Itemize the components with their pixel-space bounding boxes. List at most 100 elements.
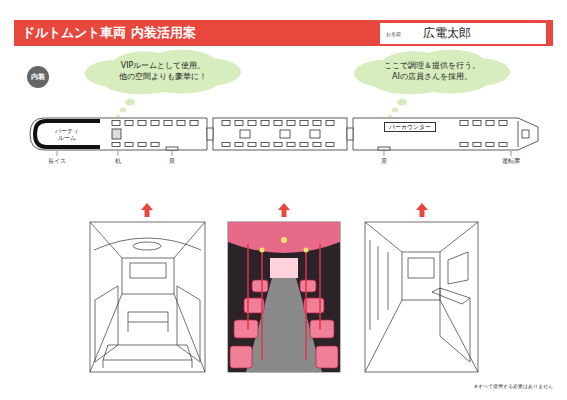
train-plan [30, 118, 207, 150]
vip-room-illustration [133, 242, 161, 250]
train-window [326, 143, 334, 147]
vip-room-illustration [90, 222, 205, 372]
section-badge: 内装 [27, 66, 49, 88]
cloud-bubbles [116, 99, 407, 118]
bus-interior-illustration [310, 320, 334, 338]
train-plan [280, 130, 290, 138]
name-box: お名前 広電太郎 [380, 23, 546, 44]
bar-counter-illustration [365, 222, 478, 372]
part-label: 机 [115, 158, 121, 165]
leader-line [172, 151, 173, 156]
train-plan [347, 128, 353, 140]
train-plan [378, 147, 390, 150]
node-text: パーティ ルーム [53, 127, 81, 141]
train-window [313, 143, 321, 147]
train-window [460, 121, 468, 126]
bar-counter-illustration [408, 258, 434, 278]
train-window [125, 121, 133, 126]
leader-line [118, 151, 119, 156]
bar-counter-illustration [448, 252, 468, 284]
train-window [261, 121, 269, 126]
comment-cloud: ここで調理＆提供を行う。 AIの店員さんを採用。 [354, 49, 510, 95]
leader-line [384, 151, 385, 156]
header-bar [14, 20, 553, 46]
part-label: 扉 [381, 158, 387, 165]
bus-interior-illustration [319, 244, 321, 330]
train-window [151, 143, 159, 147]
vip-room-illustration [128, 322, 168, 332]
train-window [248, 143, 256, 147]
red-arrow [278, 203, 290, 217]
train-window [177, 121, 185, 126]
cloud-bubbles [388, 114, 392, 117]
bus-interior-illustration [260, 248, 265, 253]
bus-interior-illustration [305, 248, 307, 360]
train-window [473, 121, 481, 126]
train-window [287, 121, 295, 126]
train-window [313, 121, 321, 126]
train-window [274, 143, 282, 147]
vip-room-illustration [103, 345, 192, 360]
leader-line [57, 151, 511, 156]
bus-interior-illustration [260, 237, 309, 253]
train-window [190, 121, 198, 126]
node-text: VIPルームとして使用。 他の空間よりも豪華に！ [107, 61, 219, 83]
vip-room-illustration [130, 263, 166, 278]
train-plan [353, 118, 538, 150]
train-window [112, 121, 120, 126]
vip-room-illustration [128, 312, 168, 322]
train-window [222, 121, 230, 126]
vip-room-illustration [90, 222, 205, 372]
vip-room-illustration [122, 258, 174, 294]
train-window [486, 121, 494, 126]
counter-box: バーカウンター [384, 122, 436, 133]
comment-cloud: VIPルームとして使用。 他の空間よりも豪華に！ [85, 49, 241, 95]
train-window [261, 143, 269, 147]
bus-interior-illustration [244, 298, 264, 313]
train-plan [213, 118, 347, 150]
node-text: 内装 [31, 72, 45, 82]
node-text: 広電太郎 [423, 25, 471, 42]
red-arrow [416, 203, 428, 217]
bus-interior-illustration [247, 244, 249, 330]
train-plan [207, 128, 213, 140]
train-plan [240, 130, 250, 138]
cloud-bubbles [392, 108, 399, 113]
bus-interior-illustration [261, 248, 263, 360]
train-plan [30, 118, 538, 150]
train-plan [522, 130, 529, 138]
bus-interior-illustration [300, 280, 316, 292]
bar-counter-illustration [370, 240, 388, 330]
train-window [486, 143, 494, 147]
bus-interior-illustration [228, 222, 340, 253]
train-window [164, 121, 172, 126]
node-text: お名前 [386, 31, 401, 37]
train-window [151, 121, 159, 126]
part-label: 扉 [169, 158, 175, 165]
bus-interior-illustration [270, 258, 298, 278]
bar-counter-illustration [432, 288, 470, 304]
bar-counter-illustration [440, 288, 470, 362]
bus-interior-illustration [228, 222, 340, 372]
part-label: 運転席 [502, 158, 520, 165]
train-window [138, 121, 146, 126]
cloud-bubbles [120, 108, 127, 113]
train-window [125, 143, 133, 147]
train-window [499, 143, 507, 147]
train-window [300, 121, 308, 126]
leader-line [57, 151, 58, 156]
red-arrow [141, 203, 153, 217]
train-window [235, 121, 243, 126]
train-plan [35, 121, 100, 147]
train-window [112, 121, 507, 147]
bus-interior-illustration [252, 280, 268, 292]
node-text: バーカウンター [389, 124, 431, 131]
train-window [499, 121, 507, 126]
train-window [112, 143, 120, 147]
train-plan [310, 130, 320, 138]
page-title: ドルトムント車両 内装活用案 [22, 24, 196, 42]
vip-room-illustration [103, 360, 192, 368]
cloud-bubbles [125, 99, 135, 106]
bus-interior-illustration [304, 248, 309, 253]
